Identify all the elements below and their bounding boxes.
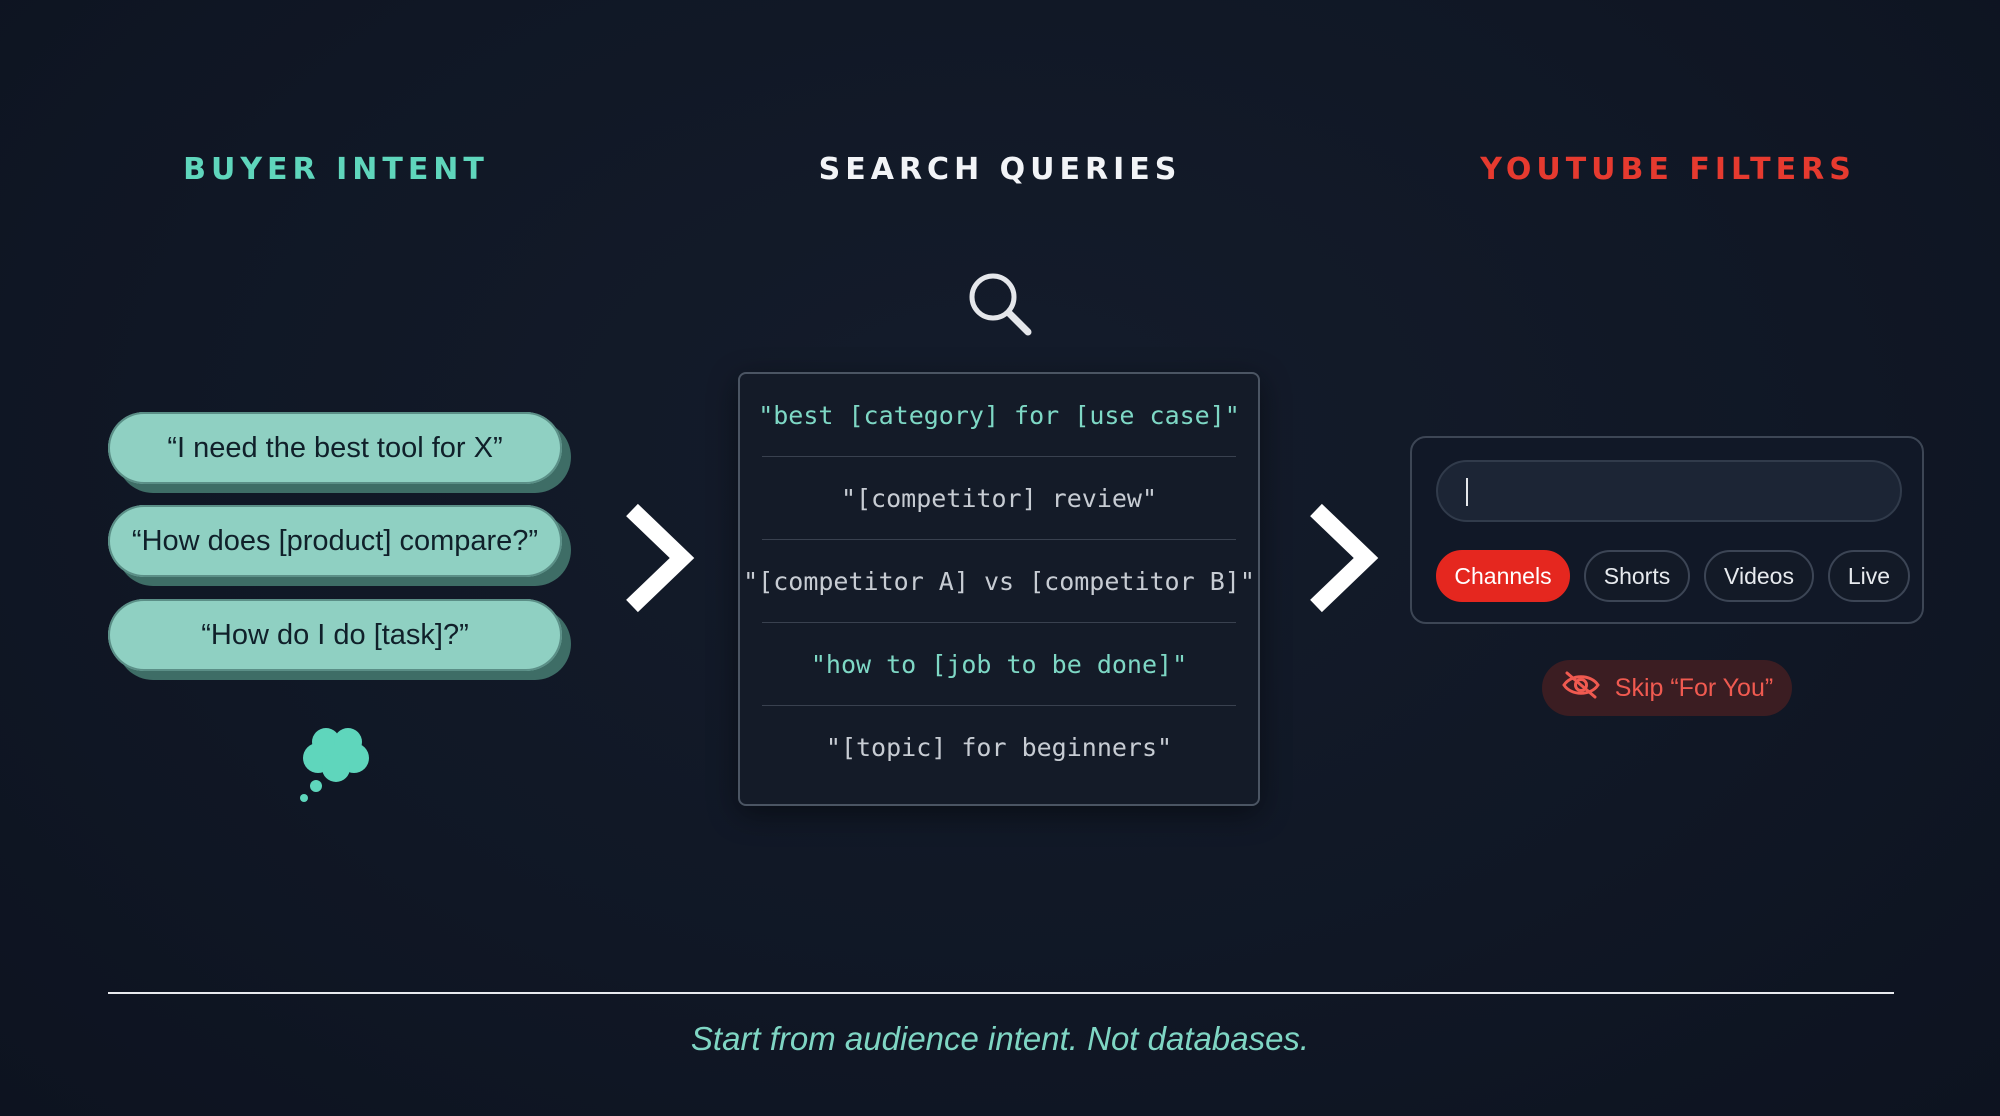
query-item: "[topic] for beginners" [825,732,1173,762]
filter-chip-shorts[interactable]: Shorts [1584,550,1690,602]
query-item: "how to [job to be done]" [762,623,1236,706]
thought-bubble-icon [296,726,376,809]
skip-for-you-label: Skip “For You” [1614,673,1774,702]
search-queries-heading: SEARCH QUERIES [818,152,1182,187]
buyer-intent-heading: BUYER INTENT [183,152,489,187]
search-icon [964,268,1036,345]
youtube-filters-heading: YOUTUBE FILTERS [1480,152,1856,187]
intent-pill: “How do I do [task]?” [108,599,562,671]
query-item: "best [category] for [use case]" [758,374,1240,457]
text-caret [1466,478,1468,506]
intent-pill: “I need the best tool for X” [108,412,562,484]
filter-chip-live[interactable]: Live [1828,550,1910,602]
chevron-right-icon [620,498,700,623]
skip-for-you-button[interactable]: Skip “For You” [1542,660,1792,716]
search-queries-list: "best [category] for [use case]" "[compe… [738,372,1260,806]
tagline: Start from audience intent. Not database… [690,1020,1310,1057]
filter-chip-videos[interactable]: Videos [1704,550,1814,602]
filter-chip-channels[interactable]: Channels [1436,550,1570,602]
query-item: "[competitor A] vs [competitor B]" [743,540,1255,623]
eye-off-icon [1561,669,1601,708]
youtube-search-input[interactable] [1436,460,1902,522]
intent-pill: “How does [product] compare?” [108,505,562,577]
divider [108,992,1894,994]
chevron-right-icon [1304,498,1384,623]
youtube-search-panel: Channels Shorts Videos Live [1410,436,1924,624]
query-item: "[competitor] review" [762,457,1236,540]
